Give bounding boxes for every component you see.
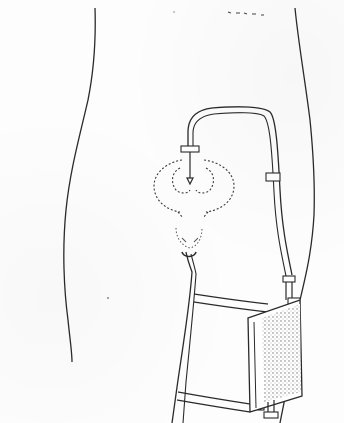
drainage-bag-icon (248, 276, 302, 418)
urethral-area-mark (182, 238, 198, 242)
drainage-bag-liquid (262, 304, 301, 402)
catheter-leg-line-inner (183, 254, 196, 423)
catheter-tip (187, 160, 193, 184)
body-outline-left (64, 8, 95, 362)
catheter-tube-inner (193, 113, 286, 276)
bladder-dotted-outline-icon (154, 160, 234, 218)
catheter-connector (181, 146, 199, 152)
catheter-leg-line (172, 252, 192, 423)
scan-dot-1 (107, 297, 109, 299)
scan-mark-top (228, 12, 264, 15)
catheter-tube-icon (188, 107, 292, 275)
urethral-area-sketch (176, 228, 202, 248)
meatus-ring (182, 252, 196, 257)
scan-dot-2 (173, 11, 175, 13)
tube-clip (266, 173, 280, 181)
